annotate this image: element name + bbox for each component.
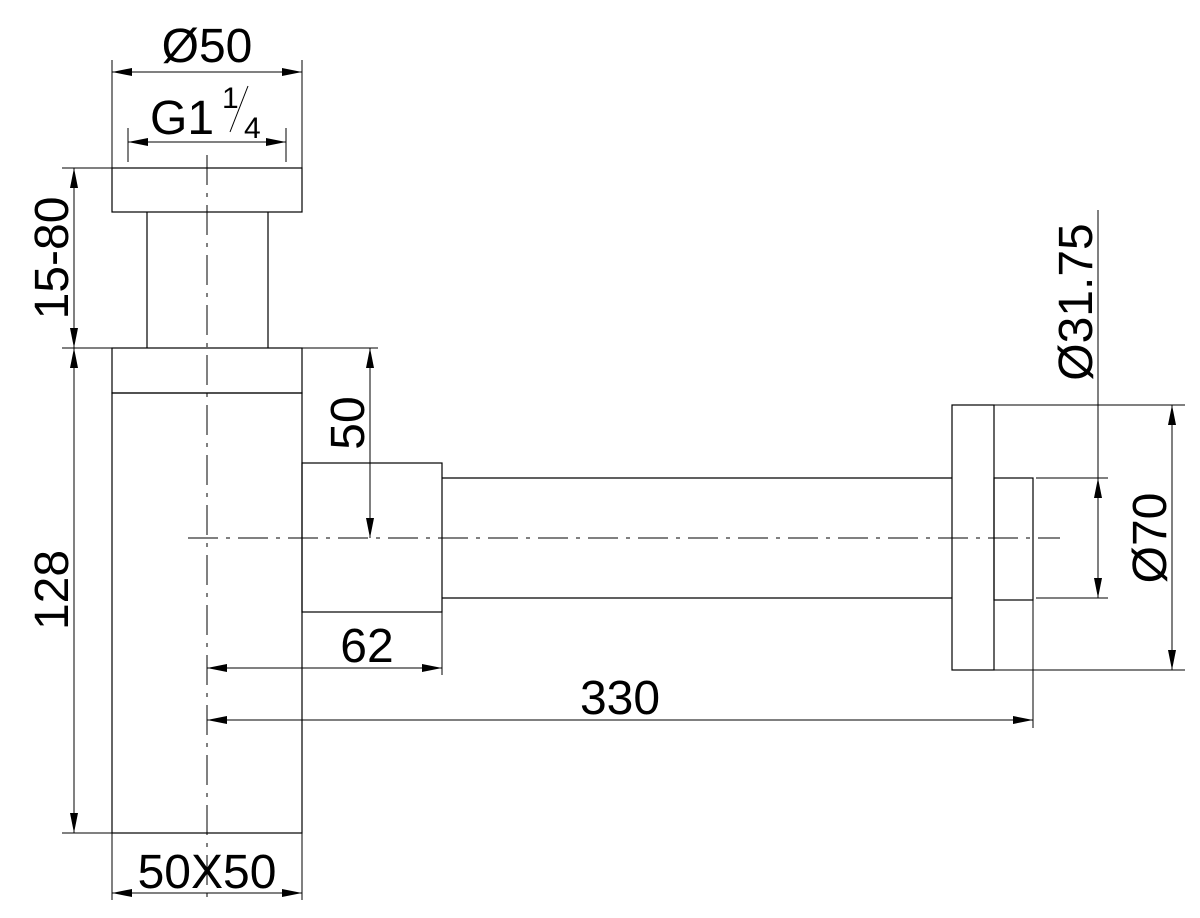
label-body-section: 50X50 — [138, 846, 277, 899]
label-thread-fraction-den: 4 — [244, 112, 261, 145]
label-pipe-diameter: Ø31.75 — [1050, 223, 1103, 380]
label-flange-diameter: Ø70 — [1124, 493, 1177, 584]
label-outlet-length: 62 — [340, 620, 393, 673]
label-total-reach: 330 — [580, 672, 660, 725]
wall-spigot — [993, 477, 1034, 601]
extension-lines — [62, 60, 1185, 900]
label-outlet-offset: 50 — [322, 396, 375, 449]
siphon-body — [111, 167, 1034, 834]
label-thread-fraction-num: 1 — [222, 82, 239, 115]
label-height-adjust: 15-80 — [26, 197, 79, 320]
outlet-socket — [301, 462, 443, 613]
label-body-height: 128 — [26, 550, 79, 630]
dimension-lines — [70, 68, 1176, 897]
thread-fraction-bar — [229, 85, 249, 133]
label-thread: G1 — [150, 92, 214, 145]
label-inlet-diameter: Ø50 — [162, 20, 253, 73]
